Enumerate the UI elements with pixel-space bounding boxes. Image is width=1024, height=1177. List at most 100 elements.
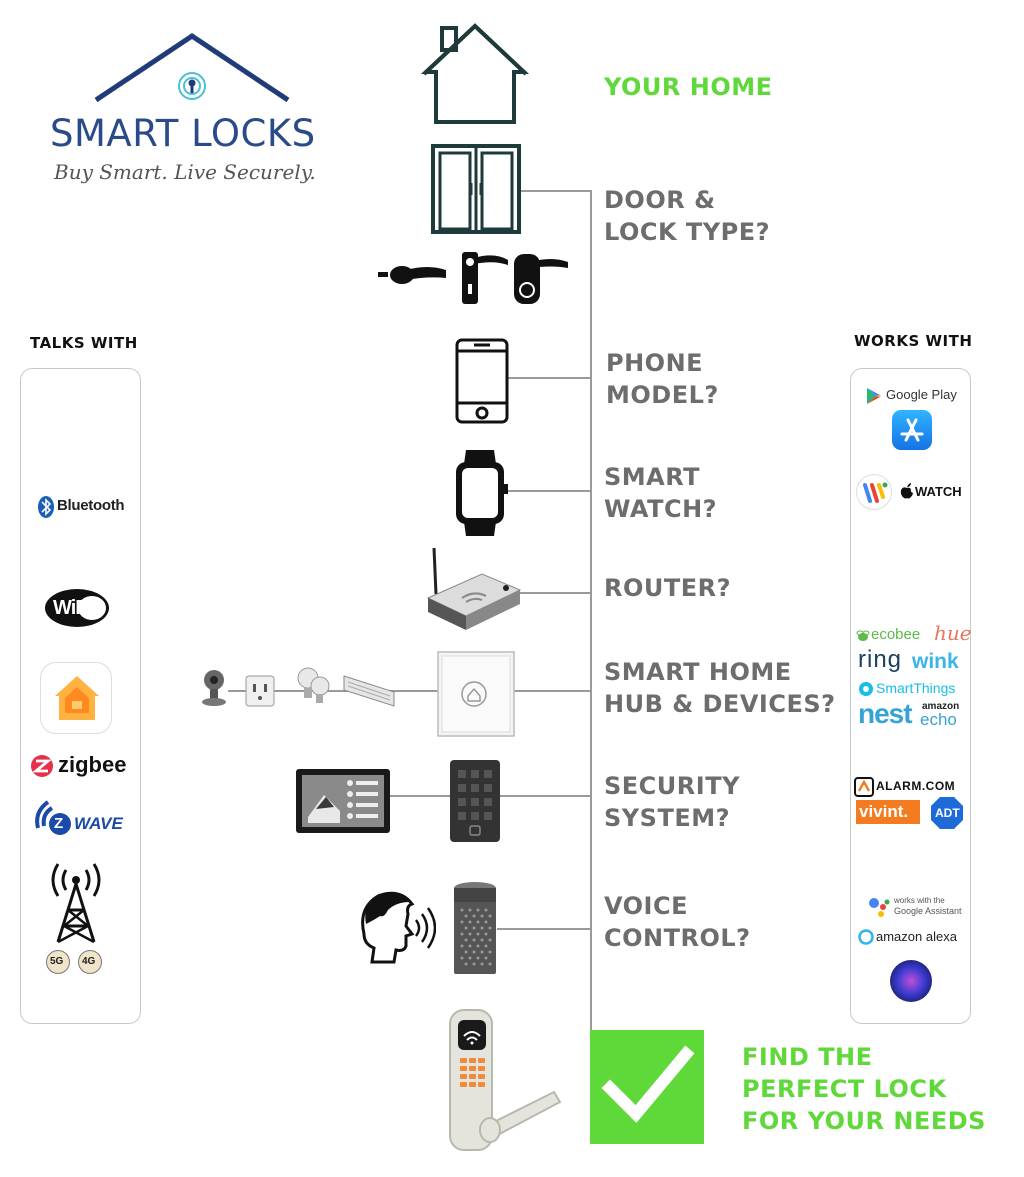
amazon-alexa-label: amazon alexa	[876, 929, 957, 944]
flow-spine	[590, 190, 592, 1042]
voice-speaking-head-icon	[361, 891, 436, 964]
google-assistant-logo: works with the Google Assistant	[868, 894, 968, 920]
works-with-title: WORKS WITH	[854, 332, 973, 350]
alarm-com-logo: ALARM.COM	[854, 776, 968, 798]
apple-home-icon	[40, 662, 112, 734]
echo-label: echo	[920, 710, 957, 729]
connector-router	[518, 592, 592, 594]
zigbee-icon	[31, 755, 53, 777]
google-assistant-icon	[869, 898, 890, 917]
connector-watch	[506, 490, 592, 492]
connector-hub	[513, 690, 592, 692]
success-check-badge	[590, 1030, 704, 1144]
smart-devices-icon	[202, 667, 395, 707]
label-line: FOR YOUR NEEDS	[742, 1107, 986, 1135]
amazon-label: amazon	[922, 701, 960, 712]
4g-badge: 4G	[78, 950, 102, 974]
connector-security	[500, 795, 592, 797]
label-line: CONTROL?	[604, 924, 751, 952]
nest-label: nest	[858, 698, 913, 729]
smartthings-label: SmartThings	[876, 680, 956, 696]
google-assistant-line1: works with the	[894, 896, 945, 905]
google-play-icon	[867, 388, 881, 404]
zigbee-logo: zigbee	[30, 752, 134, 780]
connector-hub-devices	[228, 690, 438, 692]
smartthings-icon	[859, 682, 873, 696]
smart-speaker-icon	[454, 882, 496, 974]
smart-lock-icon	[449, 1009, 562, 1151]
security-panel-icon	[296, 769, 390, 833]
label-line: MODEL?	[606, 381, 719, 409]
connector-phone	[508, 377, 592, 379]
keypad-icon	[450, 760, 500, 842]
smartwatch-icon	[456, 450, 508, 536]
label-line: SYSTEM?	[604, 804, 731, 832]
label-your-home: YOUR HOME	[604, 73, 773, 101]
ecobee-label: ecobee	[871, 626, 921, 643]
logo: SMART LOCKS Buy Smart. Live Securely.	[40, 30, 330, 200]
cell-tower-icon	[51, 863, 101, 944]
wear-os-icon	[856, 474, 892, 510]
smartthings-logo: SmartThings	[858, 680, 968, 698]
bluetooth-label: Bluetooth	[57, 497, 125, 514]
ecobee-bee-icon	[856, 630, 870, 641]
connector-panel	[390, 795, 450, 797]
label-line: DOOR &	[604, 186, 716, 214]
apple-watch-logo: WATCH	[900, 482, 970, 502]
wear-os-glyph-icon	[863, 482, 888, 503]
google-play-label: Google Play	[886, 387, 957, 402]
vivint-logo: vivint.	[856, 800, 920, 824]
smart-hub-icon	[437, 651, 515, 737]
logo-tagline: Buy Smart. Live Securely.	[54, 160, 316, 184]
label-line: SECURITY	[604, 772, 740, 800]
wifi-logo: WiFi	[44, 588, 112, 628]
siri-icon	[890, 960, 932, 1002]
hue-label: hue	[934, 621, 972, 645]
label-line: LOCK TYPE?	[604, 218, 771, 246]
apple-watch-label: WATCH	[915, 484, 962, 499]
app-store-a-icon	[900, 418, 924, 442]
label-line: SMART HOME	[604, 658, 792, 686]
label-security-system: SECURITY SYSTEM?	[604, 770, 740, 834]
label-line: SMART	[604, 463, 701, 491]
apple-icon	[900, 483, 913, 499]
5g-badge: 5G	[46, 950, 70, 974]
alexa-ring-icon	[858, 929, 874, 945]
label-line: PERFECT LOCK	[742, 1075, 947, 1103]
adt-label: ADT	[935, 806, 960, 820]
label-phone-model: PHONE MODEL?	[606, 347, 719, 411]
label-find-perfect-lock: FIND THE PERFECT LOCK FOR YOUR NEEDS	[742, 1041, 986, 1137]
wifi-label: WiFi	[53, 597, 92, 619]
label-door-lock-type: DOOR & LOCK TYPE?	[604, 184, 770, 248]
adt-octagon-icon	[931, 797, 963, 829]
zwave-z-label: Z	[54, 815, 64, 832]
wifi-badge-icon	[45, 589, 109, 627]
talks-with-title: TALKS WITH	[30, 334, 138, 352]
label-line: HUB & DEVICES?	[604, 690, 836, 718]
adt-logo: ADT	[930, 796, 964, 830]
roof-keyhole-icon	[94, 32, 290, 103]
wink-label: wink	[912, 650, 959, 673]
checkmark-icon	[601, 1045, 695, 1123]
amazon-alexa-logo: amazon alexa	[858, 928, 970, 948]
label-smart-watch: SMART WATCH?	[604, 461, 717, 525]
connector-door	[520, 190, 592, 192]
ring-label: ring	[858, 646, 903, 673]
app-store-icon	[892, 410, 932, 450]
vivint-label: vivint.	[859, 802, 909, 821]
logo-title: SMART LOCKS	[50, 112, 316, 155]
double-door-icon	[431, 144, 521, 234]
label-router: ROUTER?	[604, 574, 732, 602]
door-handles-icon	[378, 252, 568, 304]
router-icon	[426, 547, 522, 630]
label-smart-home-hub: SMART HOME HUB & DEVICES?	[604, 656, 836, 720]
5g-label: 5G	[50, 956, 64, 967]
zwave-logo: Z WAVE	[32, 794, 132, 836]
home-app-icon	[55, 676, 99, 720]
zwave-icon	[35, 800, 71, 835]
bluetooth-icon	[38, 496, 54, 518]
smartphone-icon	[455, 338, 509, 424]
label-line: PHONE	[606, 349, 704, 377]
label-line: FIND THE	[742, 1043, 873, 1071]
label-voice-control: VOICE CONTROL?	[604, 890, 751, 954]
